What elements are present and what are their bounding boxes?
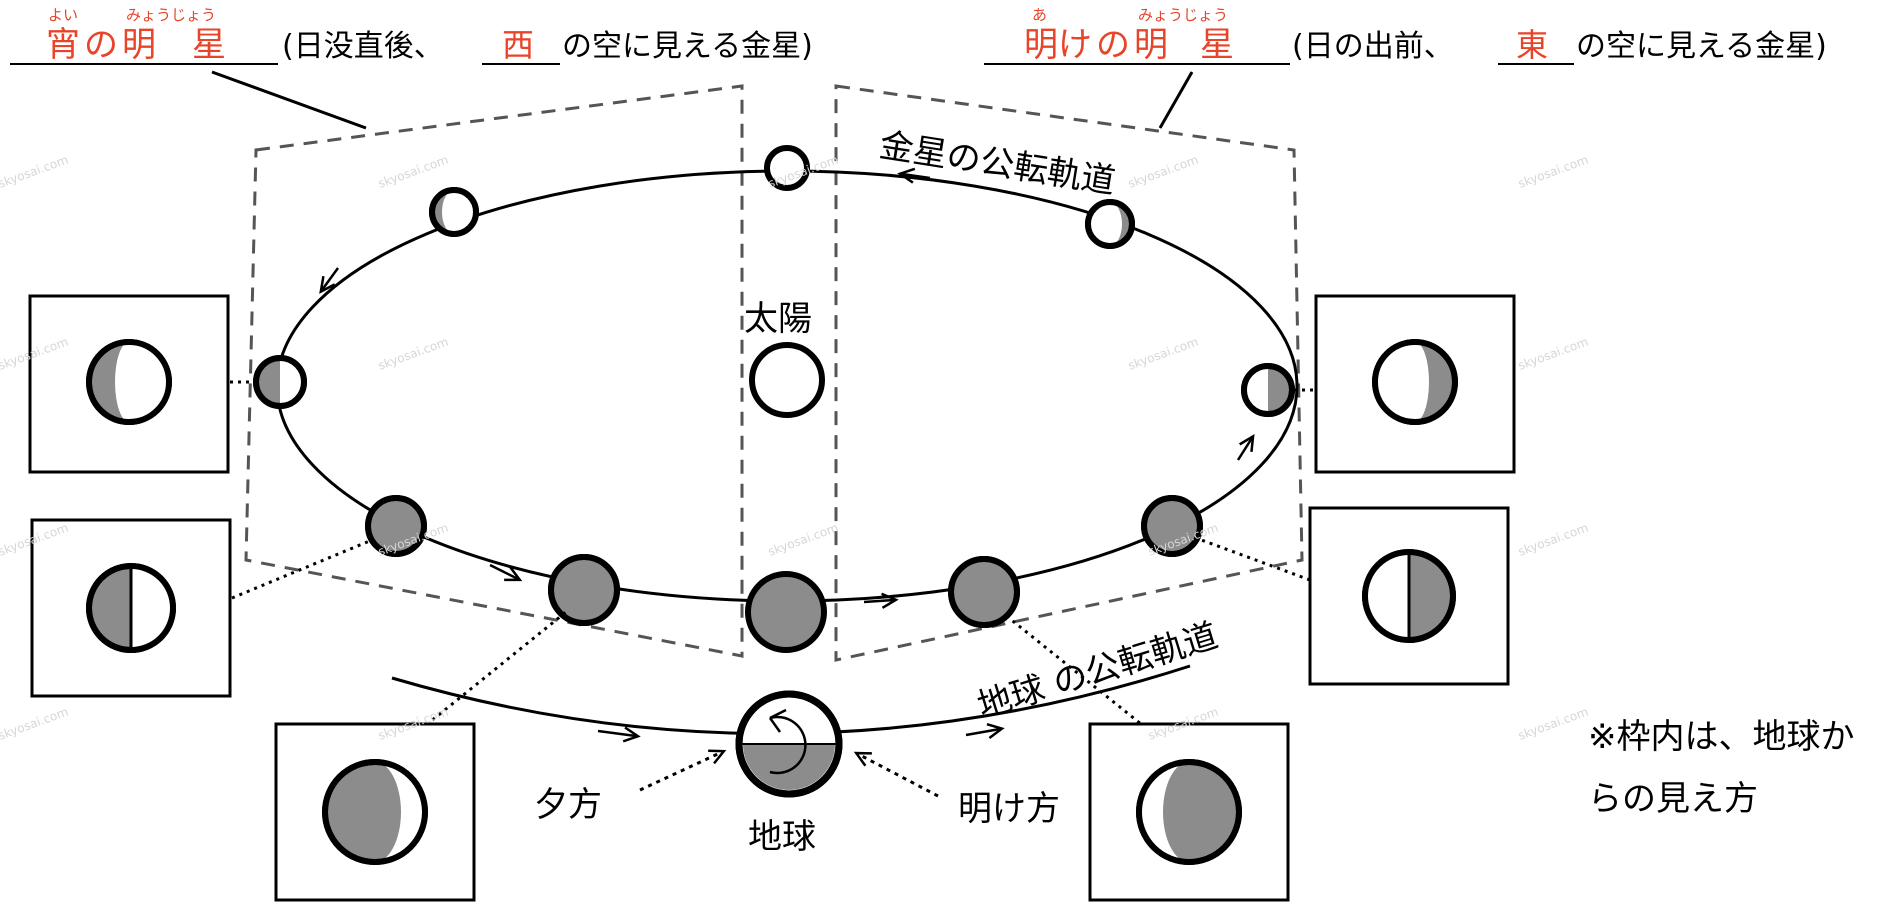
answer-no-char: の [84,25,118,65]
header-evening: よい みょうじょう 宵 の 明 星 (日没直後、 西 の空に見える金星) [10,6,813,130]
answer-ake-chars: 明け [1024,25,1092,65]
phase-box-bottom-right [1088,722,1290,902]
svg-text:skyosai.com: skyosai.com [0,704,70,742]
earth-orbit-label: 地球 の公転軌道 [973,616,1223,727]
answer-sei-char-2: 星 [1200,25,1234,65]
venus-bottom-left [548,554,620,626]
earth-orbit-arrow-left [597,726,641,743]
svg-text:skyosai.com: skyosai.com [1516,520,1590,558]
direction-west: 西 [502,26,534,64]
morning-leader-line [1158,71,1194,129]
note-line-1: ※枠内は、地球か [1588,717,1855,757]
svg-text:skyosai.com: skyosai.com [1126,334,1200,372]
dawn-label: 明け方 [958,789,1060,829]
venus-bottom-right [948,556,1020,628]
venus-orbit-arrows [319,167,1255,609]
phase-box-left-upper [28,294,230,474]
morning-desc-open: (日の出前、 [1292,29,1454,64]
svg-text:skyosai.com: skyosai.com [1126,152,1200,190]
direction-east: 東 [1516,26,1548,64]
svg-text:skyosai.com: skyosai.com [766,520,840,558]
furigana-yoi: よい [48,6,78,24]
phase-box-right-middle [1308,506,1510,686]
venus-lower-right [1141,495,1203,557]
earth-icon [735,690,843,798]
morning-region-dashed [834,84,1304,662]
answer-no-char-2: の [1096,25,1130,65]
venus-left [253,355,307,409]
furigana-myoujou-morning: みょうじょう [1138,6,1228,24]
sun-label: 太陽 [744,299,812,339]
phase-box-right-upper [1314,294,1516,474]
dawn-pointer [853,751,939,798]
venus-upper-left [429,187,479,237]
evening-desc-open: (日没直後、 [282,29,444,64]
phase-connectors [230,380,1316,732]
furigana-myoujou-evening: みょうじょう [126,6,216,24]
earth-orbit-arrow-right [965,722,1005,739]
venus-inferior-conjunction [745,571,827,653]
answer-mei-char-2: 明 [1134,25,1168,65]
evening-label: 夕方 [534,785,602,825]
venus-lower-left [365,495,427,557]
venus-top [764,145,810,191]
svg-text:skyosai.com: skyosai.com [0,152,70,190]
earth-label: 地球 [748,817,816,857]
svg-text:skyosai.com: skyosai.com [1516,152,1590,190]
evening-pointer [639,749,727,792]
evening-desc-close: の空に見える金星) [562,29,813,64]
phase-box-left-middle [30,518,232,698]
earth-rotation-arrow [769,715,807,775]
answer-yoi-char: 宵 [46,25,80,65]
answer-sei-char: 星 [192,25,226,65]
evening-leader-line [211,70,367,130]
header-morning: あ みょうじょう 明け の 明 星 (日の出前、 東 の空に見える金星) [984,6,1827,129]
sun-icon [749,342,825,418]
svg-text:skyosai.com: skyosai.com [376,334,450,372]
morning-desc-close: の空に見える金星) [1576,29,1827,64]
svg-text:skyosai.com: skyosai.com [1516,704,1590,742]
svg-text:skyosai.com: skyosai.com [376,152,450,190]
phase-box-bottom-left [274,722,476,902]
note-line-2: らの見え方 [1588,779,1758,819]
venus-upper-right [1085,199,1135,249]
furigana-a: あ [1032,6,1047,24]
svg-text:skyosai.com: skyosai.com [1516,334,1590,372]
venus-right [1241,363,1295,417]
answer-mei-char: 明 [122,25,156,65]
evening-region-dashed [244,84,744,658]
